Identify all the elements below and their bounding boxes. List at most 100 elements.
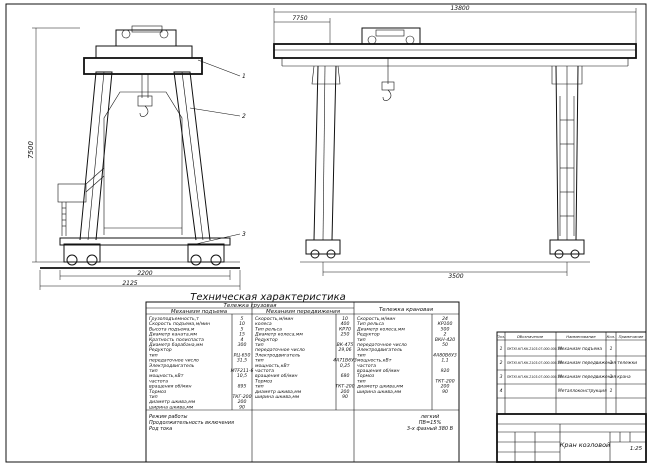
spec-row-label: частота: [255, 369, 274, 374]
overall-width-dimension: 2125: [122, 280, 137, 287]
spec-row-label: тип: [149, 395, 158, 400]
spec-row-value: КР100: [438, 321, 453, 327]
spec-row-value: ТКТ-200: [435, 378, 454, 384]
spec-row-label: тип: [255, 359, 264, 364]
spec-row-label: Диаметр колеса,мм: [356, 326, 405, 332]
spec-row-value: 90: [442, 389, 448, 395]
parts-row-qty: 1: [610, 388, 613, 394]
spec-row-label: передаточное число: [357, 343, 407, 348]
spec-row-value: 400: [341, 321, 350, 327]
spec-row-label: диаметр шкива,мм: [356, 385, 404, 390]
spec-row-label: частота: [149, 379, 168, 384]
spec-row-value: ВКН-420: [435, 337, 455, 343]
spec-row-value: 31,5: [237, 358, 247, 364]
parts-header-cell: Наименование: [566, 334, 596, 339]
lift-header: Механизм подъема: [171, 309, 228, 315]
spec-row-value: 250: [341, 332, 350, 338]
parts-row-code: ПКТЮ.КП.КК.2103.07.000.000.ТЛ: [507, 347, 563, 351]
spec-row-label: Грузоподъемность,т: [149, 316, 199, 322]
spec-row-label: Скорость,м/мин: [255, 316, 293, 322]
spec-table: Техническая характеристика Тележка грузо…: [145, 292, 460, 463]
spec-row-value: 90: [342, 394, 348, 400]
spec-row-label: Тип рельса: [255, 326, 282, 332]
parts-header-cell: Примечание: [619, 334, 644, 339]
spec-row-value: 0,25: [340, 363, 350, 369]
spec-row-value: ВК-475: [337, 342, 354, 348]
spec-row-value: 500: [441, 326, 450, 332]
spec-row-value: 50: [442, 342, 448, 348]
spec-row-label: частота: [357, 364, 376, 369]
spec-row-value: МТF211-6: [231, 368, 254, 374]
callout-2: 2: [242, 113, 246, 120]
base-width-dimension: 2200: [137, 270, 152, 277]
spec-row-label: Электродвигатель: [356, 347, 403, 353]
spec-row-label: Тормоз: [149, 389, 167, 395]
spec-row-value: 200: [441, 384, 450, 390]
spec-row-label: Тип рельса: [357, 321, 384, 327]
spec-row-label: Кратность полиспаста: [149, 337, 204, 343]
spec-row-label: вращения об/мин: [357, 368, 399, 374]
spec-row-label: колеса: [255, 322, 272, 327]
drawing-scale: 1:25: [630, 446, 643, 452]
parts-row-pos: 3: [500, 374, 503, 380]
spec-row-label: тип: [149, 369, 158, 374]
spec-row-value: ТКТ-200: [335, 384, 354, 390]
spec-row-label: передаточное число: [255, 348, 305, 353]
spec-row-label: Электродвигатель: [148, 363, 195, 369]
spec-row-label: мощность,кВт: [149, 373, 184, 379]
total-length-dimension: 13800: [450, 5, 469, 12]
trolley-header: Тележка грузовая: [224, 303, 278, 309]
spec-row-label: Электродвигатель: [254, 352, 301, 358]
spec-row-value: 10: [239, 321, 245, 327]
spec-row-value: 15: [239, 332, 245, 338]
spec-row-label: тип: [255, 385, 264, 390]
parts-row-pos: 1: [500, 346, 503, 352]
gauge-dimension: 3500: [448, 273, 463, 280]
spec-row-label: ширина шкива,мм: [149, 405, 194, 410]
parts-row-qty: 1: [610, 346, 613, 352]
sheet-border: [5, 3, 647, 463]
parts-header-cell: Обозначение: [517, 334, 544, 339]
spec-row-label: тип: [357, 379, 366, 384]
spec-row-value: 5: [241, 326, 244, 332]
spec-footer-value: легкий: [420, 414, 440, 420]
parts-row-name: Механизм подъема: [558, 346, 602, 352]
spec-row-value: ТКГ-200: [232, 394, 251, 400]
parts-header-cell: Кол.: [607, 334, 616, 339]
spec-row-label: вращения об/мин: [149, 384, 191, 390]
travel-header: Механизм передвижения: [266, 309, 341, 315]
spec-row-label: мощность,кВт: [255, 363, 290, 369]
spec-row-value: КР70: [339, 326, 351, 332]
spec-row-value: 90: [239, 404, 245, 410]
spec-row-value: 4А71В6У3: [333, 358, 357, 364]
parts-list: Поз. Обозначение Наименование Кол.Примечани…: [496, 331, 647, 415]
spec-row-label: Скорость,м/мин: [357, 316, 395, 322]
spec-row-label: Диаметр барабана,мм: [148, 342, 204, 348]
spec-footer-label: Режим работы: [149, 414, 187, 420]
parts-row-qty: 1: [610, 360, 613, 366]
spec-row-value: 29,06: [338, 347, 351, 353]
spec-footer-label: Продолжительность включения: [149, 420, 234, 426]
spec-row-label: тип: [149, 353, 158, 358]
parts-row-pos: 2: [500, 360, 503, 366]
callout-1: 1: [242, 73, 246, 80]
spec-row-label: Скорость подъема,м/мин: [149, 321, 210, 327]
spec-row-value: 200: [238, 399, 247, 405]
spec-row-value: 200: [341, 389, 350, 395]
callout-3: 3: [242, 231, 246, 238]
parts-row-name: Металлоконструкция: [558, 388, 607, 394]
spec-row-label: диаметр шкива,мм: [148, 400, 196, 405]
spec-row-value: 4: [241, 337, 244, 343]
spec-row-value: 2: [444, 332, 447, 338]
parts-row-name: Механизм передвижения тележки: [558, 360, 637, 366]
spec-row-label: передаточное число: [149, 359, 199, 364]
parts-header-cell: Поз.: [497, 334, 505, 339]
spec-footer-value: ПВ=15%: [419, 420, 442, 426]
spec-footer-value: 3-х фазный 380 В: [407, 426, 454, 432]
spec-row-value: 680: [341, 373, 350, 379]
spec-rows: Грузоподъемность,т 5 Скорость подъема,м/ми…: [148, 316, 457, 432]
side-view: 7500 2200 2125 1 2 3: [27, 25, 246, 290]
title-block: Кран козловой 1:25: [496, 413, 647, 463]
